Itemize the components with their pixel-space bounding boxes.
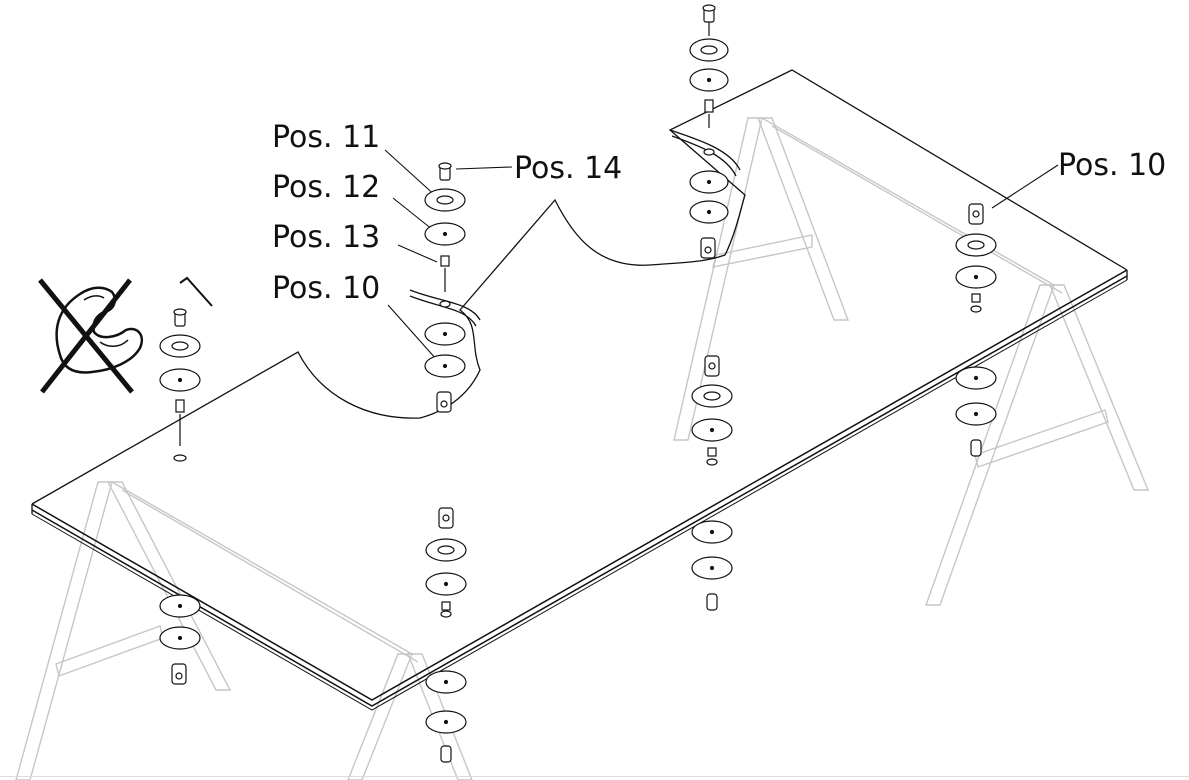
fastener-stacks: [159, 4, 997, 763]
label-pos-14: Pos. 14: [514, 151, 622, 186]
trestle-left: [15, 481, 473, 780]
no-force-warning-icon: [38, 278, 143, 394]
fastener-stack-labelled: [424, 162, 466, 413]
fastener-stack-left: [159, 276, 213, 462]
bottom-rule: [0, 776, 1189, 777]
label-pos-10-left: Pos. 10: [272, 271, 380, 306]
label-pos-10-right: Pos. 10: [1058, 148, 1166, 183]
panel-front-edge: [31, 269, 1128, 701]
fastener-stack-top: [689, 4, 729, 259]
fastener-stack-center: [691, 355, 733, 466]
fastener-stack-far-left: [159, 594, 201, 685]
fastener-stack-bottom: [425, 670, 467, 763]
fastener-stack-right-lower: [955, 366, 997, 457]
fastener-stack-bottom-center: [425, 507, 467, 618]
leader-lines: [384, 149, 1059, 361]
fastener-stack-lower-middle: [691, 520, 733, 611]
label-pos-12: Pos. 12: [272, 170, 380, 205]
panel-top-outline: [31, 69, 1128, 505]
glass-panel: [31, 69, 1128, 711]
label-pos-11: Pos. 11: [272, 120, 380, 155]
fastener-stack-right: [955, 203, 997, 313]
label-pos-13: Pos. 13: [272, 220, 380, 255]
trestle-right: [673, 117, 1150, 606]
